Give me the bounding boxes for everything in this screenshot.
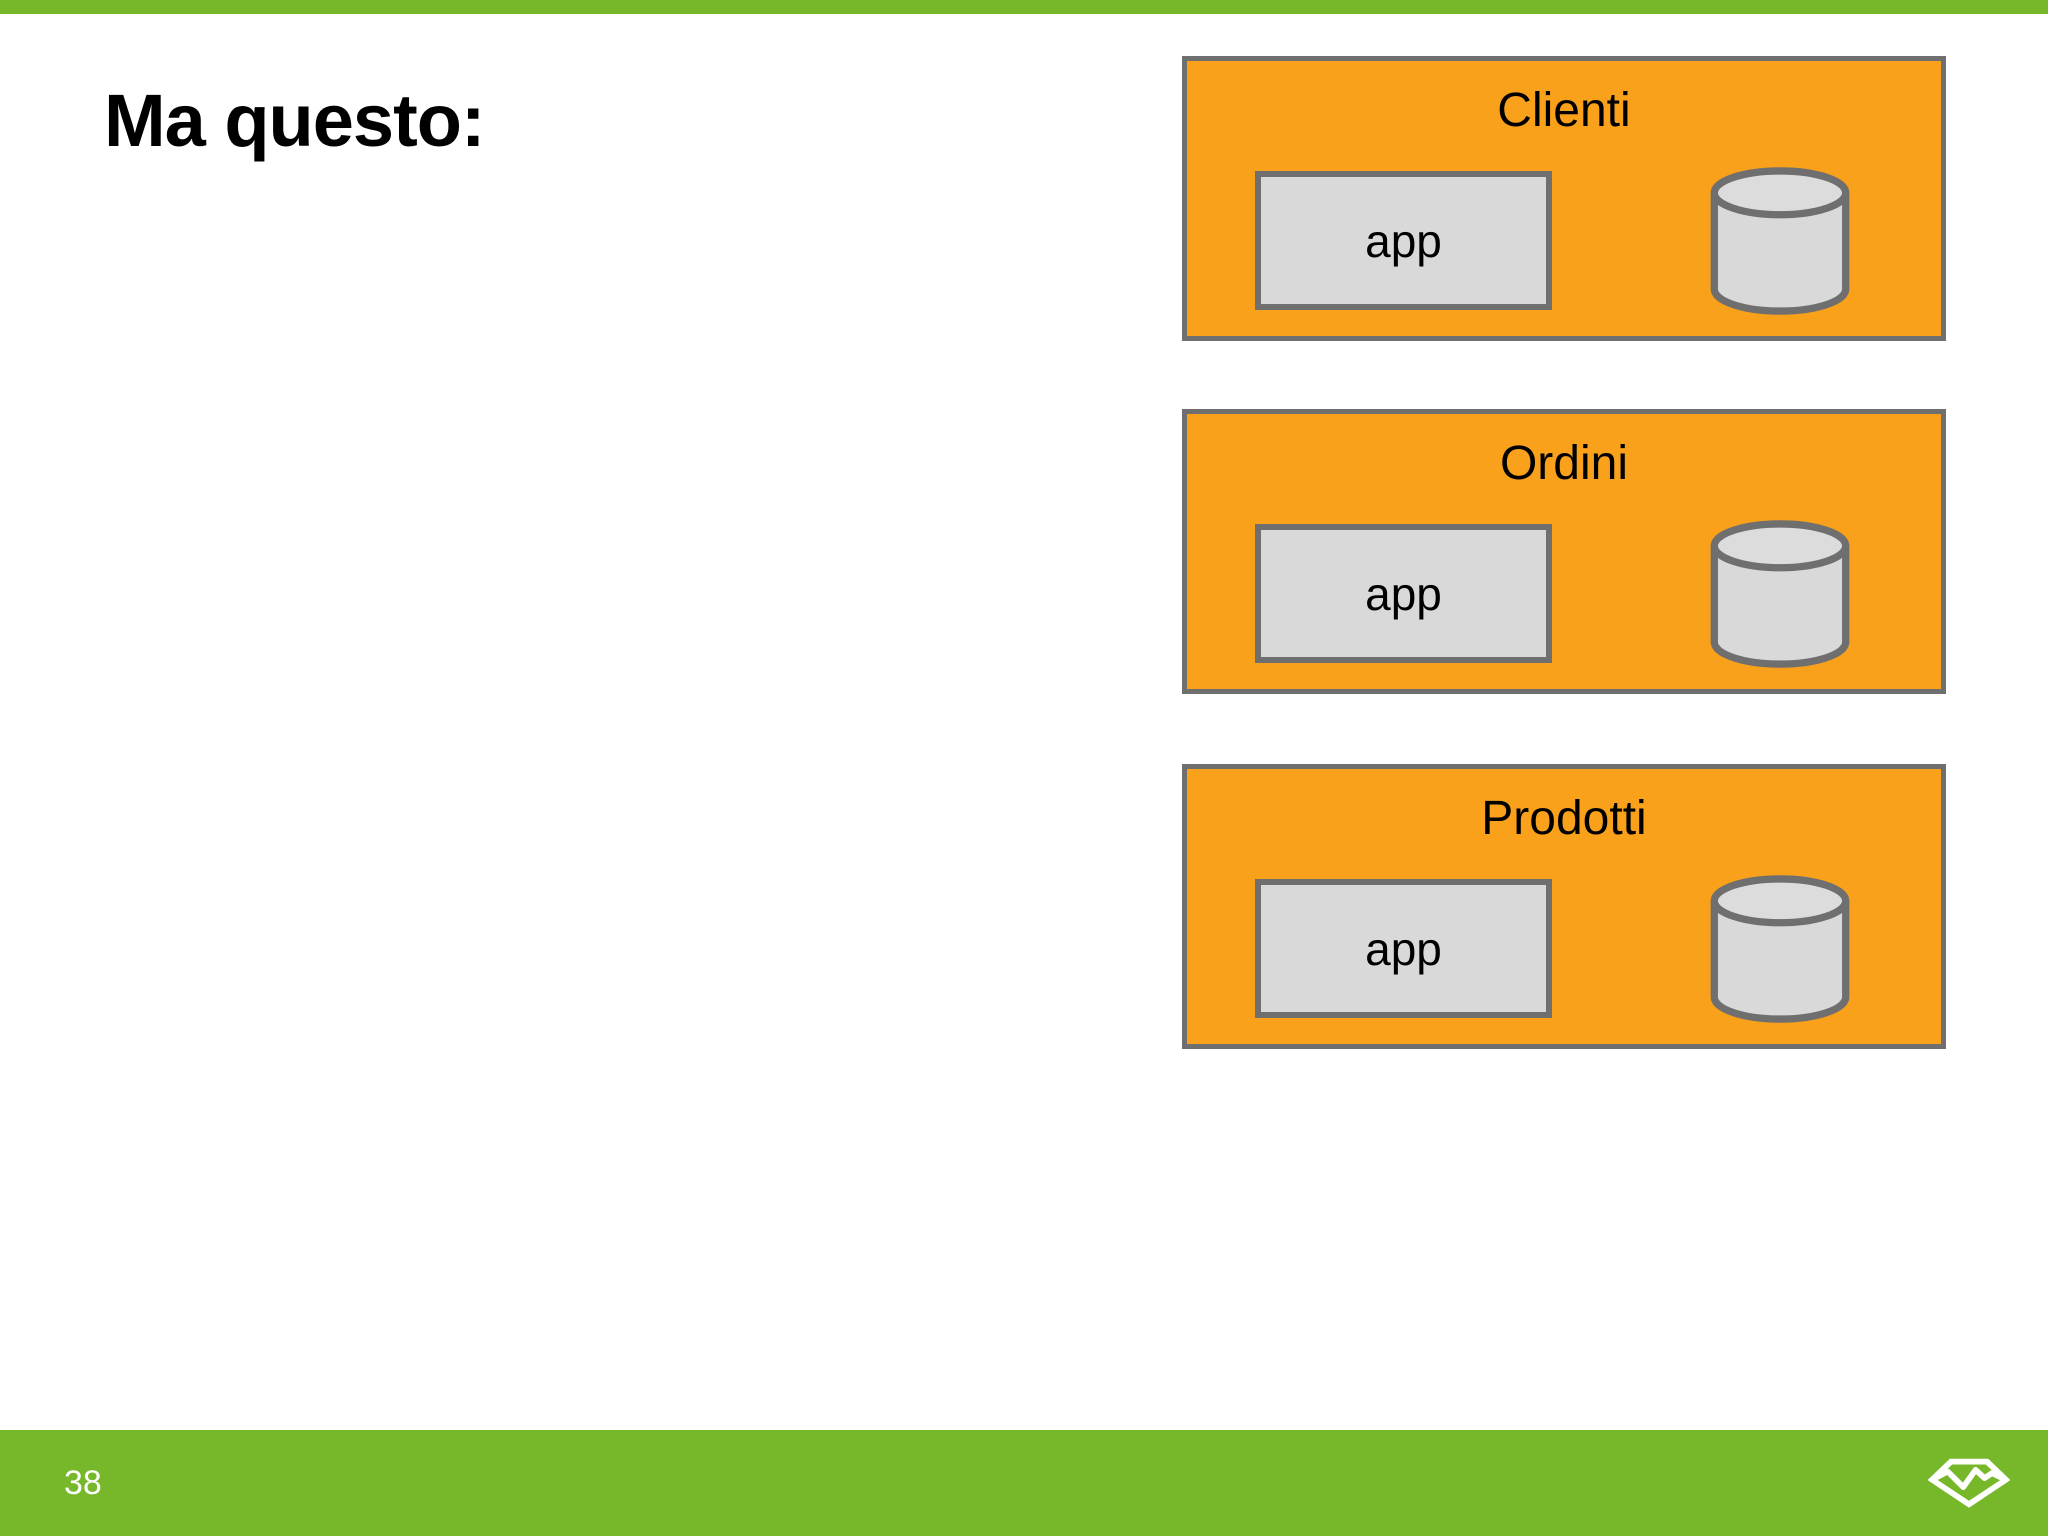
service-box-label: Prodotti [1481, 792, 1647, 845]
app-label: app [1365, 214, 1442, 267]
service-box-label: Clienti [1497, 84, 1631, 137]
app-label: app [1365, 922, 1442, 975]
database-icon [1710, 520, 1850, 668]
top-accent-bar [0, 0, 2048, 14]
slide-title: Ma questo: [104, 79, 486, 162]
service-box-prodotti: Prodotti app [1182, 764, 1946, 1049]
bottom-accent-bar: 38 [0, 1430, 2048, 1536]
app-rect: app [1255, 171, 1552, 310]
service-box-label: Ordini [1499, 437, 1629, 490]
page-number: 38 [64, 1463, 102, 1502]
service-box-clienti: Clienti app [1182, 56, 1946, 341]
service-box-ordini: Ordini app [1182, 409, 1946, 694]
app-rect: app [1255, 879, 1552, 1018]
database-icon [1710, 875, 1850, 1023]
app-label: app [1365, 567, 1442, 620]
gem-pulse-logo-icon [1928, 1458, 2010, 1508]
database-icon [1710, 167, 1850, 315]
app-rect: app [1255, 524, 1552, 663]
